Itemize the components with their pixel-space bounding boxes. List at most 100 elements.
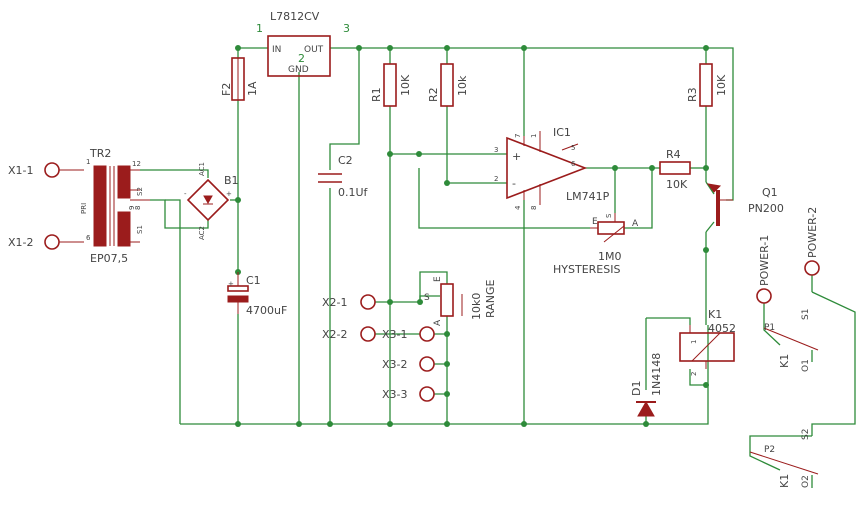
hysteresis-label: HYSTERESIS — [553, 263, 620, 276]
ic1-name: IC1 — [553, 126, 571, 139]
hysteresis-e: E — [592, 217, 598, 227]
k1-value: 4052 — [708, 322, 736, 335]
relay-k1 — [679, 325, 735, 369]
b1-name: B1 — [224, 174, 239, 187]
ic1-minus: - — [512, 177, 516, 190]
regulator-in: IN — [272, 45, 281, 55]
hysteresis-a: A — [632, 219, 639, 229]
ic1-pin4: 4 — [514, 205, 522, 210]
capacitor-c1 — [227, 272, 249, 314]
hysteresis-value: 1M0 — [598, 250, 622, 263]
x3-3-label: X3-3 — [382, 388, 408, 401]
regulator-name: L7812CV — [270, 10, 320, 23]
x3-1-label: X3-1 — [382, 328, 408, 341]
transformer-tr2 — [93, 165, 150, 247]
regulator-l7812cv — [267, 35, 331, 77]
r1-name: R1 — [370, 87, 383, 102]
regulator-pin1: 1 — [256, 22, 263, 35]
x3-2-label: X3-2 — [382, 358, 408, 371]
tr2-pin6: 6 — [86, 234, 91, 242]
r4-value: 10K — [666, 178, 688, 191]
ic1-pin2: 2 — [494, 175, 498, 183]
junctions — [235, 45, 709, 427]
regulator-out: OUT — [304, 45, 324, 55]
ic1-pin5: 5 — [571, 144, 575, 152]
connector-pads — [44, 162, 820, 402]
f2-value: 1A — [246, 81, 259, 96]
transistor-q1 — [706, 183, 733, 226]
x1-2-label: X1-2 — [8, 236, 34, 249]
c1-name: C1 — [246, 274, 261, 287]
c2-value: 0.1Uf — [338, 186, 369, 199]
contact-p1: P1 — [764, 323, 775, 333]
contact-s2: S2 — [801, 429, 811, 440]
hysteresis-s: S — [605, 213, 613, 218]
tr2-pin12: 12 — [132, 160, 141, 168]
r1-value: 10K — [399, 74, 412, 96]
b1-plus: + — [226, 190, 232, 198]
contact-s1: S1 — [801, 309, 811, 320]
relay-contacts — [749, 327, 819, 475]
capacitor-c2 — [318, 173, 342, 183]
k1-name: K1 — [708, 308, 722, 321]
power-1-label: POWER-1 — [758, 235, 771, 286]
r3-name: R3 — [686, 87, 699, 102]
c1-value: 4700uF — [246, 304, 287, 317]
tr2-value: EP07,5 — [90, 252, 128, 265]
tr2-pin9: 9 — [128, 206, 136, 210]
d1-value: 1N4148 — [650, 353, 663, 396]
b1-ac1: AC1 — [198, 162, 206, 176]
range-pot — [440, 283, 463, 317]
ic1-pin8: 8 — [530, 206, 538, 210]
b1-ac2: AC2 — [198, 226, 206, 240]
contact-o1: O1 — [801, 359, 811, 372]
regulator-gnd: GND — [288, 65, 309, 75]
f2-name: F2 — [220, 83, 233, 96]
tr2-pri: PRI — [80, 203, 88, 214]
range-value: 10k0 — [470, 293, 483, 320]
ic1-pin3: 3 — [494, 146, 498, 154]
range-a: A — [433, 319, 443, 326]
q1-value: PN200 — [748, 202, 784, 215]
ic1-pin6: 6 — [571, 160, 576, 168]
r2-name: R2 — [427, 87, 440, 102]
ic1-pin1: 1 — [530, 134, 538, 138]
x2-1-label: X2-1 — [322, 296, 348, 309]
range-s: S — [424, 293, 430, 303]
bridge-b1 — [186, 178, 230, 222]
x1-1-label: X1-1 — [8, 164, 34, 177]
regulator-pin2: 2 — [298, 52, 305, 65]
tr2-name: TR2 — [89, 147, 111, 160]
hysteresis-pot — [590, 213, 625, 243]
range-label: RANGE — [484, 280, 497, 318]
contact-p2: P2 — [764, 445, 775, 455]
ic1-value: LM741P — [566, 190, 610, 203]
r2-value: 10k — [456, 75, 469, 96]
tr2-s2: S2 — [136, 187, 144, 196]
regulator-pin3: 3 — [343, 22, 350, 35]
r4-name: R4 — [666, 148, 681, 161]
c1-plus: + — [228, 280, 234, 288]
contact-k1-a: K1 — [778, 354, 791, 368]
x2-2-label: X2-2 — [322, 328, 348, 341]
opamp-ic1 — [506, 131, 588, 205]
tr2-pin1: 1 — [86, 158, 90, 166]
c2-name: C2 — [338, 154, 353, 167]
tr2-s1: S1 — [136, 225, 144, 234]
ic1-plus: + — [512, 150, 521, 163]
contact-k1-b: K1 — [778, 474, 791, 488]
diode-d1 — [636, 400, 656, 417]
q1-name: Q1 — [762, 186, 778, 199]
wires — [140, 47, 856, 488]
power-2-label: POWER-2 — [806, 207, 819, 258]
k1-pin1: 1 — [690, 340, 698, 344]
range-e: E — [433, 276, 443, 282]
resistor-r4 — [659, 161, 691, 175]
ic1-pin7: 7 — [514, 134, 522, 138]
contact-o2: O2 — [801, 475, 811, 488]
b1-minus: - — [184, 190, 187, 198]
tr2-pin8: 8 — [134, 206, 142, 210]
d1-name: D1 — [630, 381, 643, 396]
